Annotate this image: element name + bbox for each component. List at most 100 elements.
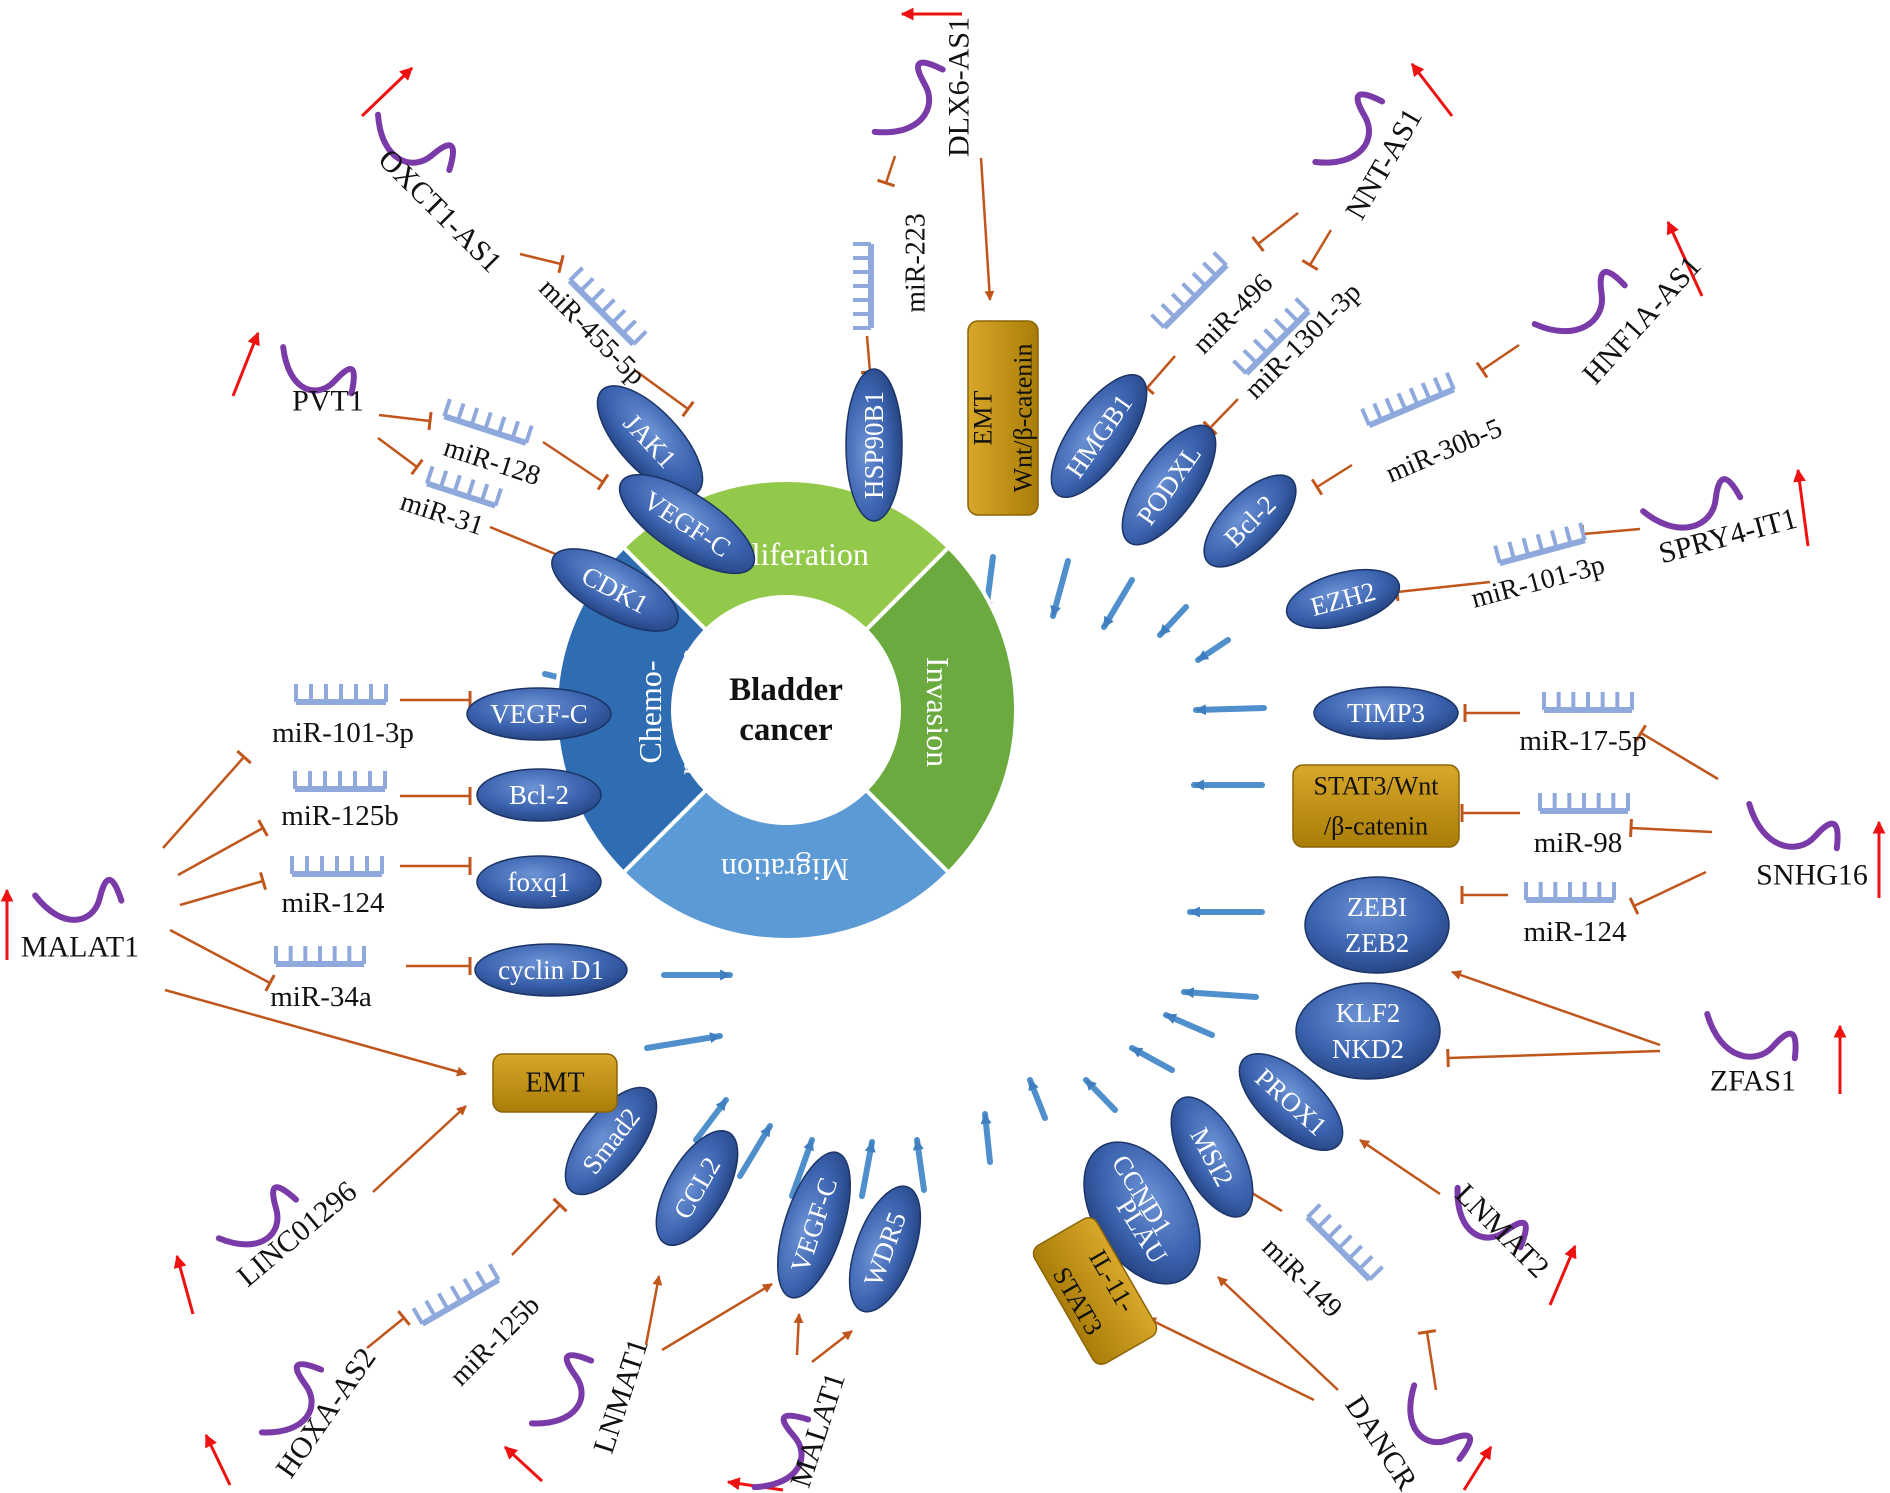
- mirna-tooth: [1306, 1203, 1322, 1219]
- lncrna-label-linc01296: LINC01296: [231, 1175, 363, 1293]
- inhibition-line: [1396, 580, 1491, 594]
- inhibition-bar: [681, 400, 695, 418]
- mirna-tooth: [462, 1277, 475, 1296]
- mirna-tooth: [483, 411, 493, 431]
- inhibition-line: [865, 335, 872, 373]
- flow-arrow: [912, 1137, 927, 1193]
- mirna-tooth: [437, 1292, 450, 1311]
- inhibition-line: [511, 1204, 561, 1256]
- mirna-tooth: [1212, 251, 1228, 267]
- inhibition-bar: [1251, 235, 1265, 253]
- upregulation-arrow-hnf1a: [1666, 220, 1704, 297]
- inhibition-line: [1582, 527, 1641, 536]
- activation-arrow: [811, 1330, 853, 1363]
- inhibition-line: [1257, 212, 1299, 245]
- target-ellipse: [596, 385, 704, 497]
- target-label: VEGF-C: [490, 699, 588, 729]
- inhibition-line: [635, 369, 689, 411]
- inhibition-bar: [596, 473, 610, 491]
- target-ellipse: [551, 548, 679, 632]
- mirna-glyph-m124r: [1524, 882, 1616, 903]
- mirna-label-m124l: miR-124: [281, 887, 385, 919]
- inhibition-line: [1209, 398, 1239, 429]
- upregulation-arrow-lnmat1: [503, 1445, 544, 1483]
- lncrna-label-zfas1: ZFAS1: [1710, 1065, 1796, 1098]
- mirna-glyph-m1301: [1232, 297, 1311, 376]
- mirna-tooth: [610, 308, 627, 325]
- target-wdr5: WDR5: [848, 1185, 922, 1313]
- mirna-tooth: [510, 420, 520, 440]
- mirna-tooth: [1578, 522, 1587, 541]
- mirna-tooth: [469, 407, 480, 426]
- target-ellipse: [848, 1185, 922, 1313]
- target-ellipse: [1203, 474, 1297, 568]
- mirna-tooth: [621, 319, 637, 335]
- mirna-tooth: [1337, 1234, 1353, 1250]
- activation-arrow: [1217, 1276, 1339, 1391]
- target-ellipse: [1295, 982, 1441, 1080]
- mirna-glyph-m101r: [1493, 522, 1587, 566]
- pathway-label: EMT: [525, 1068, 584, 1099]
- mirna-tooth: [1347, 1244, 1364, 1261]
- mirna-label-m31: miR-31: [397, 486, 488, 542]
- mirna-tooth: [456, 402, 466, 422]
- inhibition-line: [177, 826, 264, 877]
- target-timp3: TIMP3: [1313, 686, 1459, 740]
- inhibition-bar: [259, 871, 267, 891]
- target-bcl2r: Bcl-2: [1203, 474, 1297, 568]
- pathway-label-2: /β-catenin: [1324, 812, 1428, 841]
- mirna-tooth: [425, 465, 435, 485]
- mirna-tooth: [1160, 302, 1177, 319]
- mirna-glyph-m98: [1538, 793, 1630, 814]
- sector-label-chemoresistance-2: resistance: [670, 649, 706, 775]
- lncrna-glyph-malat1_left: [32, 876, 125, 923]
- mirna-tooth: [1420, 382, 1432, 401]
- mirna-tooth: [1368, 1265, 1384, 1281]
- flow-arrow: [1050, 558, 1071, 619]
- inhibition-bar: [264, 974, 276, 992]
- lncrna-glyph-snhg16: [1746, 801, 1841, 852]
- inhibition-line: [366, 1317, 405, 1349]
- pathway-stat3_wnt: STAT3/Wnt/β-catenin: [1292, 764, 1460, 848]
- lncrna-glyph-spry4: [1640, 476, 1744, 531]
- mirna-label-m124r: miR-124: [1523, 916, 1627, 948]
- target-label: foxq1: [508, 867, 571, 897]
- mirna-tooth: [1549, 529, 1559, 549]
- lncrna-glyph-hnf1a: [1531, 269, 1628, 335]
- inhibition-line: [1630, 826, 1713, 834]
- mirna-tooth: [589, 287, 606, 304]
- mirna-tooth: [1316, 1213, 1333, 1230]
- mirna-tooth: [452, 474, 462, 493]
- activation-arrow: [644, 1275, 663, 1346]
- lncrna-glyph-malat1_bottom: [751, 1412, 812, 1491]
- mirna-tooth: [1201, 261, 1218, 278]
- inhibition-line: [1633, 870, 1707, 908]
- mirna-tooth: [466, 479, 476, 498]
- inhibition-line: [1146, 355, 1176, 389]
- mirna-tooth: [1432, 377, 1444, 396]
- mirna-label-m34a: miR-34a: [270, 981, 372, 1013]
- mirna-tooth: [1408, 387, 1420, 406]
- target-ellipse: [476, 855, 602, 909]
- mirna-tooth: [1326, 1223, 1343, 1240]
- inhibition-bar: [1310, 478, 1324, 496]
- target-ellipse: [777, 1151, 851, 1299]
- flow-arrow: [859, 1139, 876, 1199]
- target-hsp90b1: HSP90B1: [845, 368, 903, 522]
- lncrna-label-lnmat2: LNMAT2: [1448, 1177, 1555, 1284]
- target-ccl2: CCL2: [655, 1129, 739, 1247]
- mirna-tooth: [1521, 537, 1531, 557]
- upregulation-arrow-pvt1: [231, 331, 260, 397]
- inhibition-line: [162, 756, 245, 849]
- inhibition-bar: [257, 819, 269, 837]
- inhibition-bar: [552, 1197, 568, 1213]
- target-ellipse: [564, 1086, 658, 1196]
- pathway-label-1: STAT3/Wnt: [1313, 772, 1439, 801]
- flow-arrow: [980, 1111, 993, 1165]
- center-title-line2: cancer: [739, 712, 832, 748]
- target-ellipse: [1285, 568, 1401, 630]
- mirna-tooth: [1242, 348, 1259, 365]
- upregulation-arrow-lnmat2: [1548, 1244, 1577, 1306]
- mirna-glyph-m125bb: [411, 1263, 501, 1327]
